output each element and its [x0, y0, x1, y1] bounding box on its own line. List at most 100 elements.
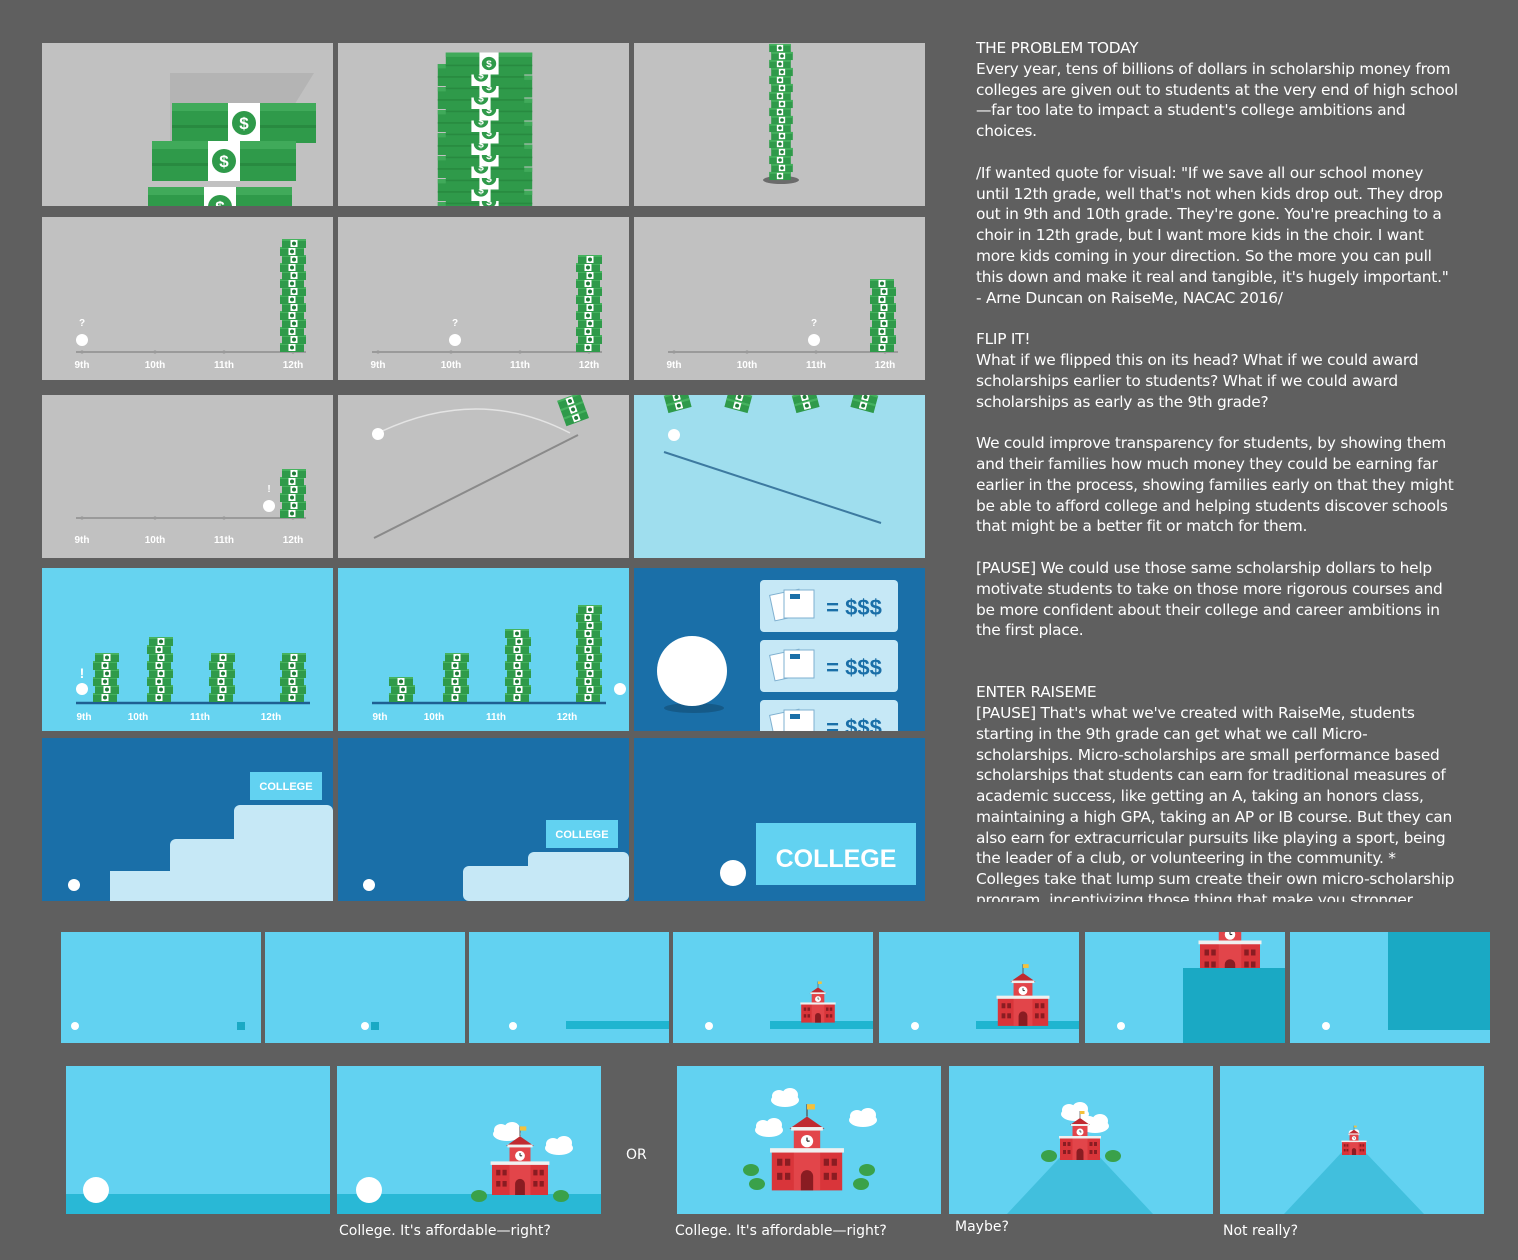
money-stack-icon — [172, 103, 316, 143]
ending-frame-2 — [337, 1066, 601, 1214]
college-sign — [546, 820, 618, 848]
or-label: OR — [626, 1147, 647, 1163]
student-ball-icon — [372, 428, 384, 440]
student-ball-icon — [76, 334, 88, 346]
status-mark: ? — [79, 318, 85, 329]
heading-problem: THE PROBLEM TODAY — [976, 39, 1139, 57]
filmstrip-frame-6 — [1085, 932, 1285, 1043]
grade-tick-label: 11th — [190, 712, 210, 723]
status-mark: ? — [811, 318, 817, 329]
school-building-icon — [1341, 1125, 1367, 1156]
filmstrip-frame-2 — [265, 932, 465, 1043]
reward-card: = $$$ — [760, 580, 898, 632]
grade-tick-label: 9th — [75, 360, 90, 371]
filmstrip-frame-3 — [469, 932, 669, 1043]
problem-text: Every year, tens of billions of dollars … — [976, 59, 1458, 141]
grade-tick-label: 12th — [283, 535, 304, 546]
money-stack-icon — [576, 605, 602, 702]
student-ball-icon — [263, 500, 275, 512]
student-ball-icon — [449, 334, 461, 346]
school-building-icon — [996, 963, 1050, 1027]
pause-text: [PAUSE] We could use those same scholars… — [976, 558, 1448, 640]
reward-card: = $$$ — [760, 640, 898, 692]
money-stack-icon — [93, 653, 119, 702]
caption-affordable-2: College. It's affordable—right? — [675, 1223, 887, 1239]
heading-flip: FLIP IT! — [976, 330, 1031, 349]
storyboard-panel-3 — [634, 43, 925, 206]
reward-price-label: = $$$ — [826, 715, 882, 731]
reward-price-label: = $$$ — [826, 655, 882, 680]
money-stack-icon — [389, 677, 415, 702]
status-mark: ! — [267, 484, 270, 495]
money-stack-icon — [147, 637, 173, 702]
reward-card: = $$$ — [760, 700, 898, 731]
money-tower-icon — [437, 52, 533, 206]
money-column-icon — [763, 43, 799, 184]
ending-frame-5 — [1220, 1066, 1484, 1214]
grade-tick-label: 10th — [441, 360, 462, 371]
grade-tick-label: 10th — [145, 360, 166, 371]
grade-tick-label: 12th — [261, 712, 282, 723]
voiceover-script: THE PROBLEM TODAY Every year, tens of bil… — [976, 38, 1458, 902]
transparency-text: We could improve transparency for studen… — [976, 434, 1458, 536]
grade-tick-label: 12th — [875, 360, 896, 371]
storyboard-panel-12: = $$$ = $$$ = $$$ — [634, 568, 925, 731]
student-ball-icon — [668, 429, 680, 441]
money-stack-icon — [148, 187, 292, 206]
ending-frame-1 — [66, 1066, 330, 1214]
grade-tick-label: 10th — [424, 712, 445, 723]
student-ball-icon — [1322, 1022, 1330, 1030]
grade-tick-label: 10th — [145, 535, 166, 546]
grade-tick-label: 11th — [486, 712, 506, 723]
student-ball-icon — [657, 636, 727, 706]
student-ball-icon — [911, 1022, 919, 1030]
storyboard-panel-14: COLLEGE — [338, 738, 629, 901]
status-mark: ! — [80, 665, 85, 681]
money-stack-icon — [280, 469, 306, 518]
status-mark: ? — [452, 318, 458, 329]
student-ball-icon — [509, 1022, 517, 1030]
caption-not-really: Not really? — [1223, 1223, 1299, 1239]
storyboard-panel-4: 9th 10th 11th 12th? — [42, 217, 333, 380]
grade-tick-label: 9th — [77, 712, 92, 723]
storyboard-panel-9 — [634, 395, 925, 558]
grade-tick-label: 12th — [579, 360, 600, 371]
money-stack-icon — [280, 239, 306, 352]
flip-text: What if we flipped this on its head? Wha… — [976, 350, 1423, 411]
reward-price-label: = $$$ — [826, 595, 882, 620]
grade-tick-label: 12th — [557, 712, 578, 723]
college-sign — [250, 772, 322, 800]
college-sign — [756, 823, 916, 885]
money-stack-icon — [280, 653, 306, 702]
money-stack-icon — [557, 395, 589, 427]
filmstrip-frame-1 — [61, 932, 261, 1043]
money-stack-icon — [576, 255, 602, 352]
grade-tick-label: 11th — [214, 360, 234, 371]
money-stack-icon — [443, 653, 469, 702]
grade-tick-label: 11th — [806, 360, 826, 371]
ending-frame-4 — [949, 1066, 1213, 1214]
grade-tick-label: 9th — [667, 360, 682, 371]
grade-tick-label: 11th — [510, 360, 530, 371]
student-ball-icon — [614, 683, 626, 695]
filmstrip-frame-4 — [673, 932, 873, 1043]
student-ball-icon — [68, 879, 80, 891]
money-stack-icon — [870, 279, 896, 352]
student-ball-icon — [361, 1022, 369, 1030]
storyboard-panel-13: COLLEGE — [42, 738, 333, 901]
student-ball-icon — [76, 683, 88, 695]
grade-tick-label: 10th — [737, 360, 758, 371]
student-ball-icon — [720, 860, 746, 886]
quote-text: /If wanted quote for visual: "If we save… — [976, 163, 1458, 307]
filmstrip-frame-5 — [879, 932, 1079, 1043]
grade-tick-label: 12th — [283, 360, 304, 371]
grade-tick-label: 9th — [75, 535, 90, 546]
money-stack-icon — [769, 43, 793, 181]
caption-maybe: Maybe? — [955, 1219, 1009, 1235]
caption-affordable-1: College. It's affordable—right? — [339, 1223, 551, 1239]
ending-frame-3 — [677, 1066, 941, 1214]
student-ball-icon — [808, 334, 820, 346]
